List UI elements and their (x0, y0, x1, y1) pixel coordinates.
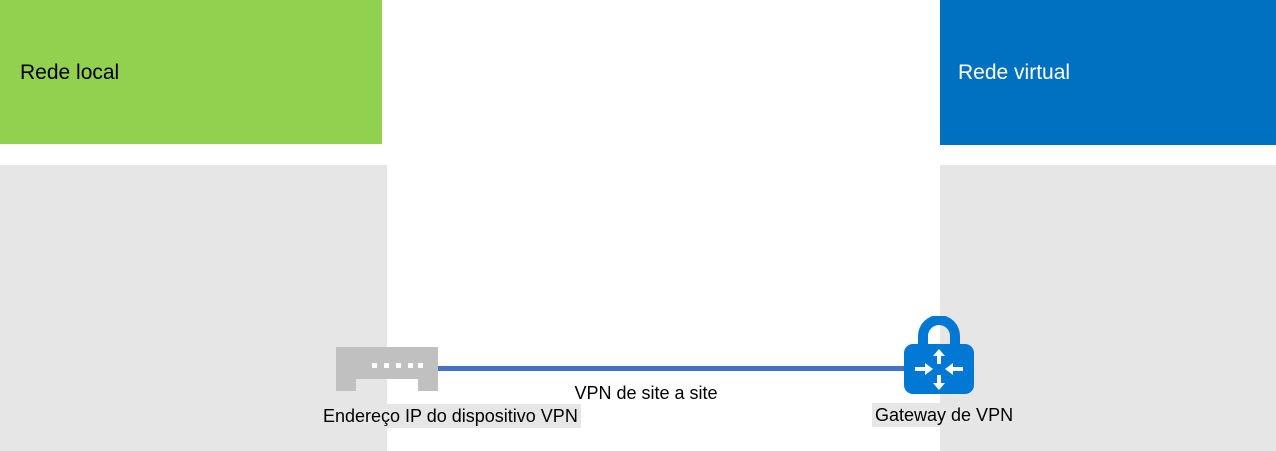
local-network-header: Rede local (0, 0, 382, 144)
vpn-device-icon (336, 347, 438, 391)
virtual-network-header: Rede virtual (940, 0, 1276, 145)
site-to-site-connection-line (432, 366, 904, 371)
lock-gateway-icon (904, 316, 974, 394)
local-network-area (0, 165, 387, 451)
virtual-network-title: Rede virtual (958, 61, 1071, 84)
lock-shackle (918, 316, 960, 346)
lock-body (904, 344, 974, 394)
gateway-arrows (915, 349, 963, 390)
connection-label: VPN de site a site (562, 380, 730, 406)
gateway-label: Gateway de VPN (872, 403, 1017, 427)
vpn-device-label: Endereço IP do dispositivo VPN (320, 404, 581, 428)
local-network-title: Rede local (20, 61, 120, 84)
vpn-device-body (336, 347, 438, 391)
vpn-device-lights (372, 363, 423, 368)
